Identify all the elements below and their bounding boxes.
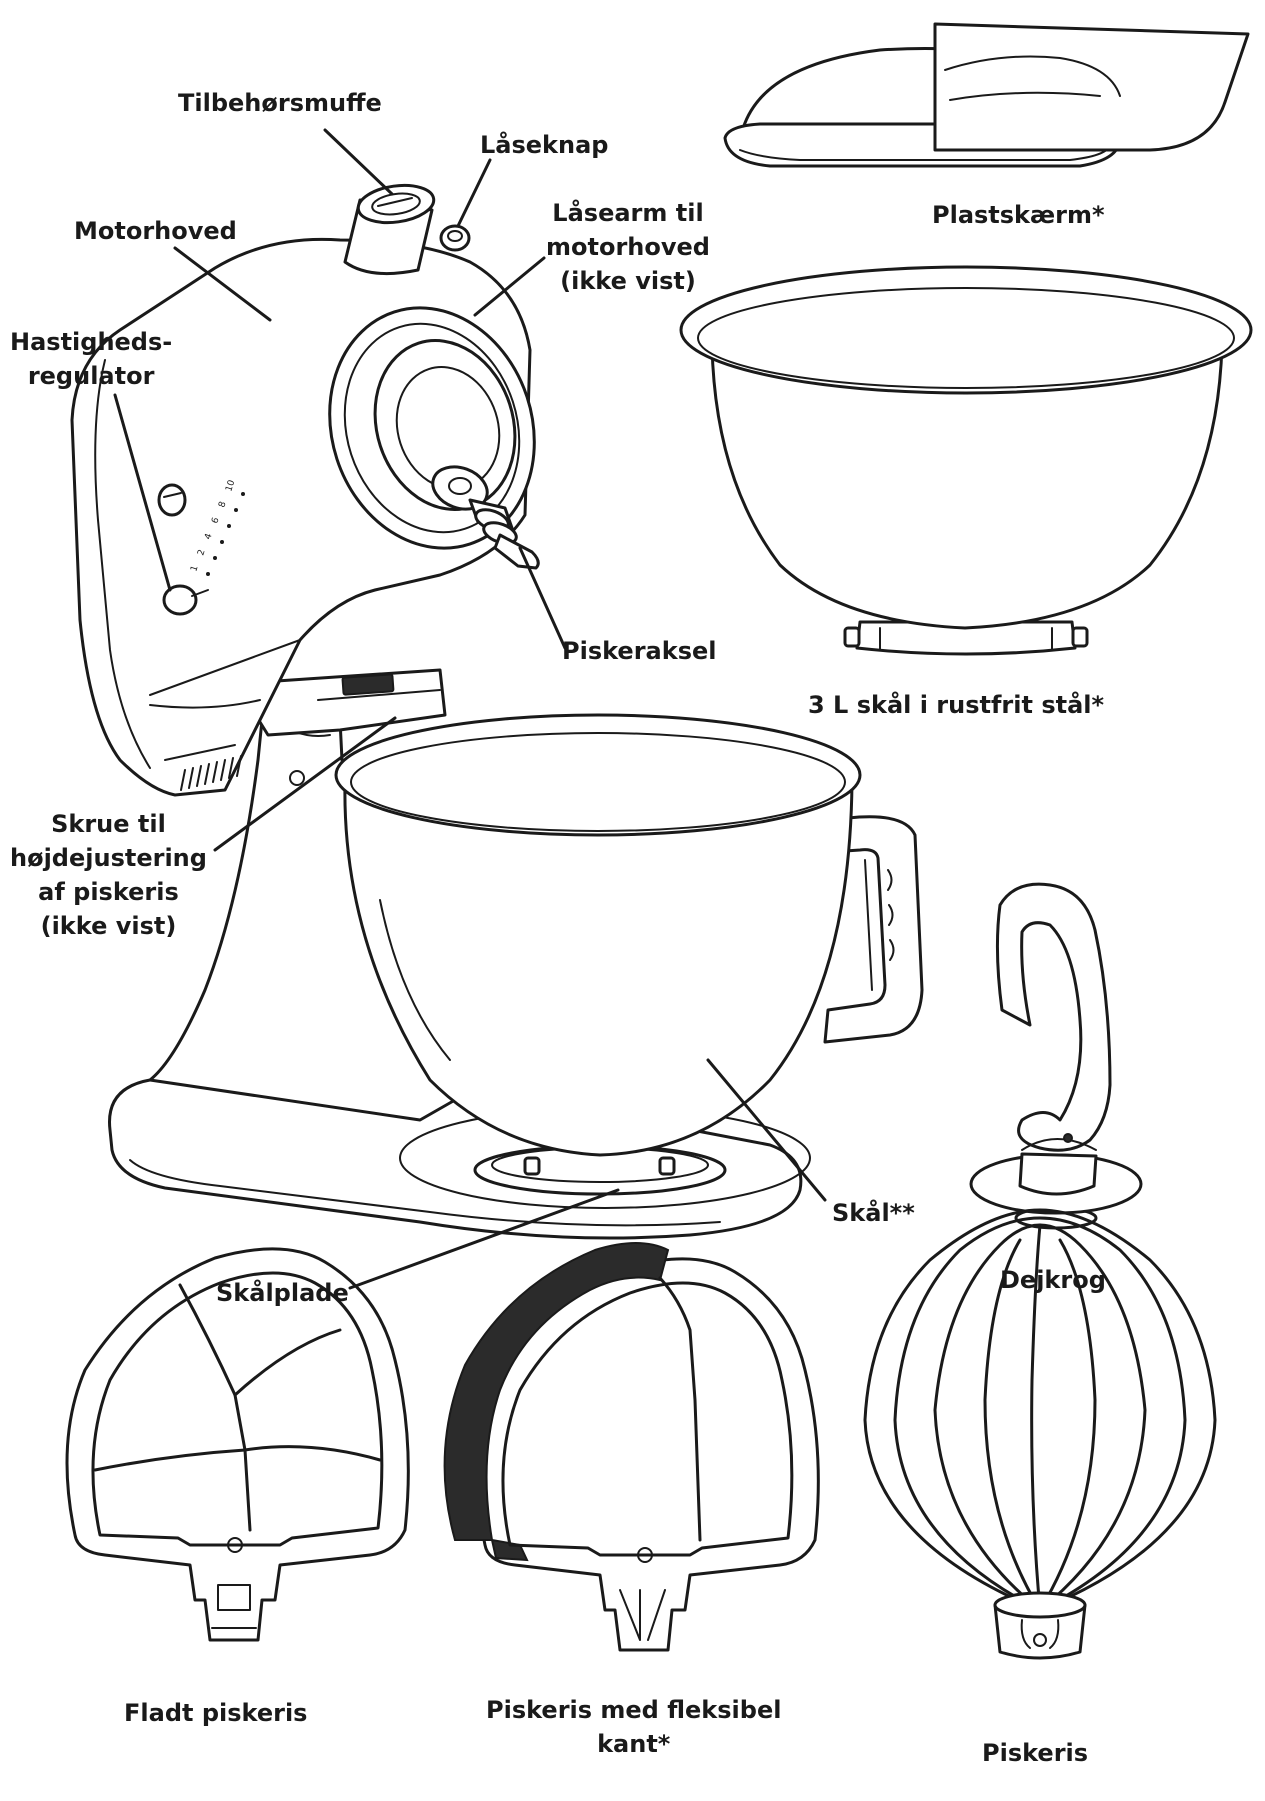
mixer-bowl-plate <box>473 1144 727 1196</box>
leader-speed-control <box>113 393 172 592</box>
label-wire-whip: Piskeris <box>982 1739 1089 1767</box>
leader-motor-head-lock-lever <box>473 256 546 317</box>
motor-vent-slots <box>180 755 242 791</box>
speed-scale-number: 8 <box>217 500 228 509</box>
label-height-adjust-screw: Skrue til højdejustering af piskeris (ik… <box>10 810 207 940</box>
leader-beater-shaft <box>518 546 567 650</box>
leader-lines <box>113 128 827 1290</box>
leader-motor-head <box>173 246 272 322</box>
label-speed-control: Hastigheds- regulator <box>10 328 173 390</box>
speed-scale-tick <box>213 556 217 560</box>
leader-bowl <box>706 1058 827 1202</box>
steel-bowl-illustration <box>679 265 1253 656</box>
speed-scale-number: 2 <box>196 548 207 557</box>
leader-accessory-hub <box>323 128 394 196</box>
dough-hook-illustration <box>969 882 1143 1230</box>
label-dough-hook: Dejkrog <box>1000 1266 1106 1294</box>
speed-scale-number: 4 <box>203 532 214 541</box>
pouring-shield-illustration <box>723 22 1250 168</box>
speed-control-lever <box>157 483 209 616</box>
mixer-attachment-hub <box>343 183 471 276</box>
label-pouring-shield: Plastskærm* <box>932 201 1105 229</box>
speed-scale-number: 10 <box>224 479 237 493</box>
mixer-beater-shaft <box>431 465 540 570</box>
speed-scale-tick <box>206 572 210 576</box>
label-motor-head: Motorhoved <box>74 217 237 245</box>
speed-scale-number: 6 <box>210 516 221 525</box>
label-bowl-plate: Skålplade <box>216 1279 349 1307</box>
label-flat-beater: Fladt piskeris <box>124 1699 308 1727</box>
label-bowl: Skål** <box>832 1199 915 1227</box>
label-flex-edge-beater: Piskeris med fleksibel kant* <box>486 1696 782 1758</box>
flex-edge-beater-illustration <box>443 1242 820 1652</box>
wire-whip-illustration <box>863 1208 1217 1660</box>
label-steel-bowl: 3 L skål i rustfrit stål* <box>808 691 1105 719</box>
mixer-base <box>108 1068 811 1240</box>
speed-scale-tick <box>227 524 231 528</box>
stand-mixer-illustration: 1 2 4 6 8 10 <box>70 183 924 1240</box>
leader-lock-knob <box>456 158 492 228</box>
speed-scale-tick <box>220 540 224 544</box>
speed-scale-tick <box>234 508 238 512</box>
label-accessory-hub: Tilbehørsmuffe <box>178 89 382 117</box>
flat-beater-illustration <box>65 1247 410 1642</box>
mixer-bowl-with-handle <box>334 713 924 1157</box>
speed-scale-tick <box>241 492 245 496</box>
label-lock-knob: Låseknap <box>480 131 609 159</box>
speed-scale-number: 1 <box>189 564 200 573</box>
leader-height-adjust-screw <box>213 716 397 852</box>
speed-scale-markings: 1 2 4 6 8 10 <box>189 479 245 576</box>
leader-bowl-plate <box>348 1188 620 1290</box>
label-motor-head-lock-lever: Låsearm til motorhoved (ikke vist) <box>546 199 710 295</box>
label-beater-shaft: Piskeraksel <box>562 637 717 665</box>
